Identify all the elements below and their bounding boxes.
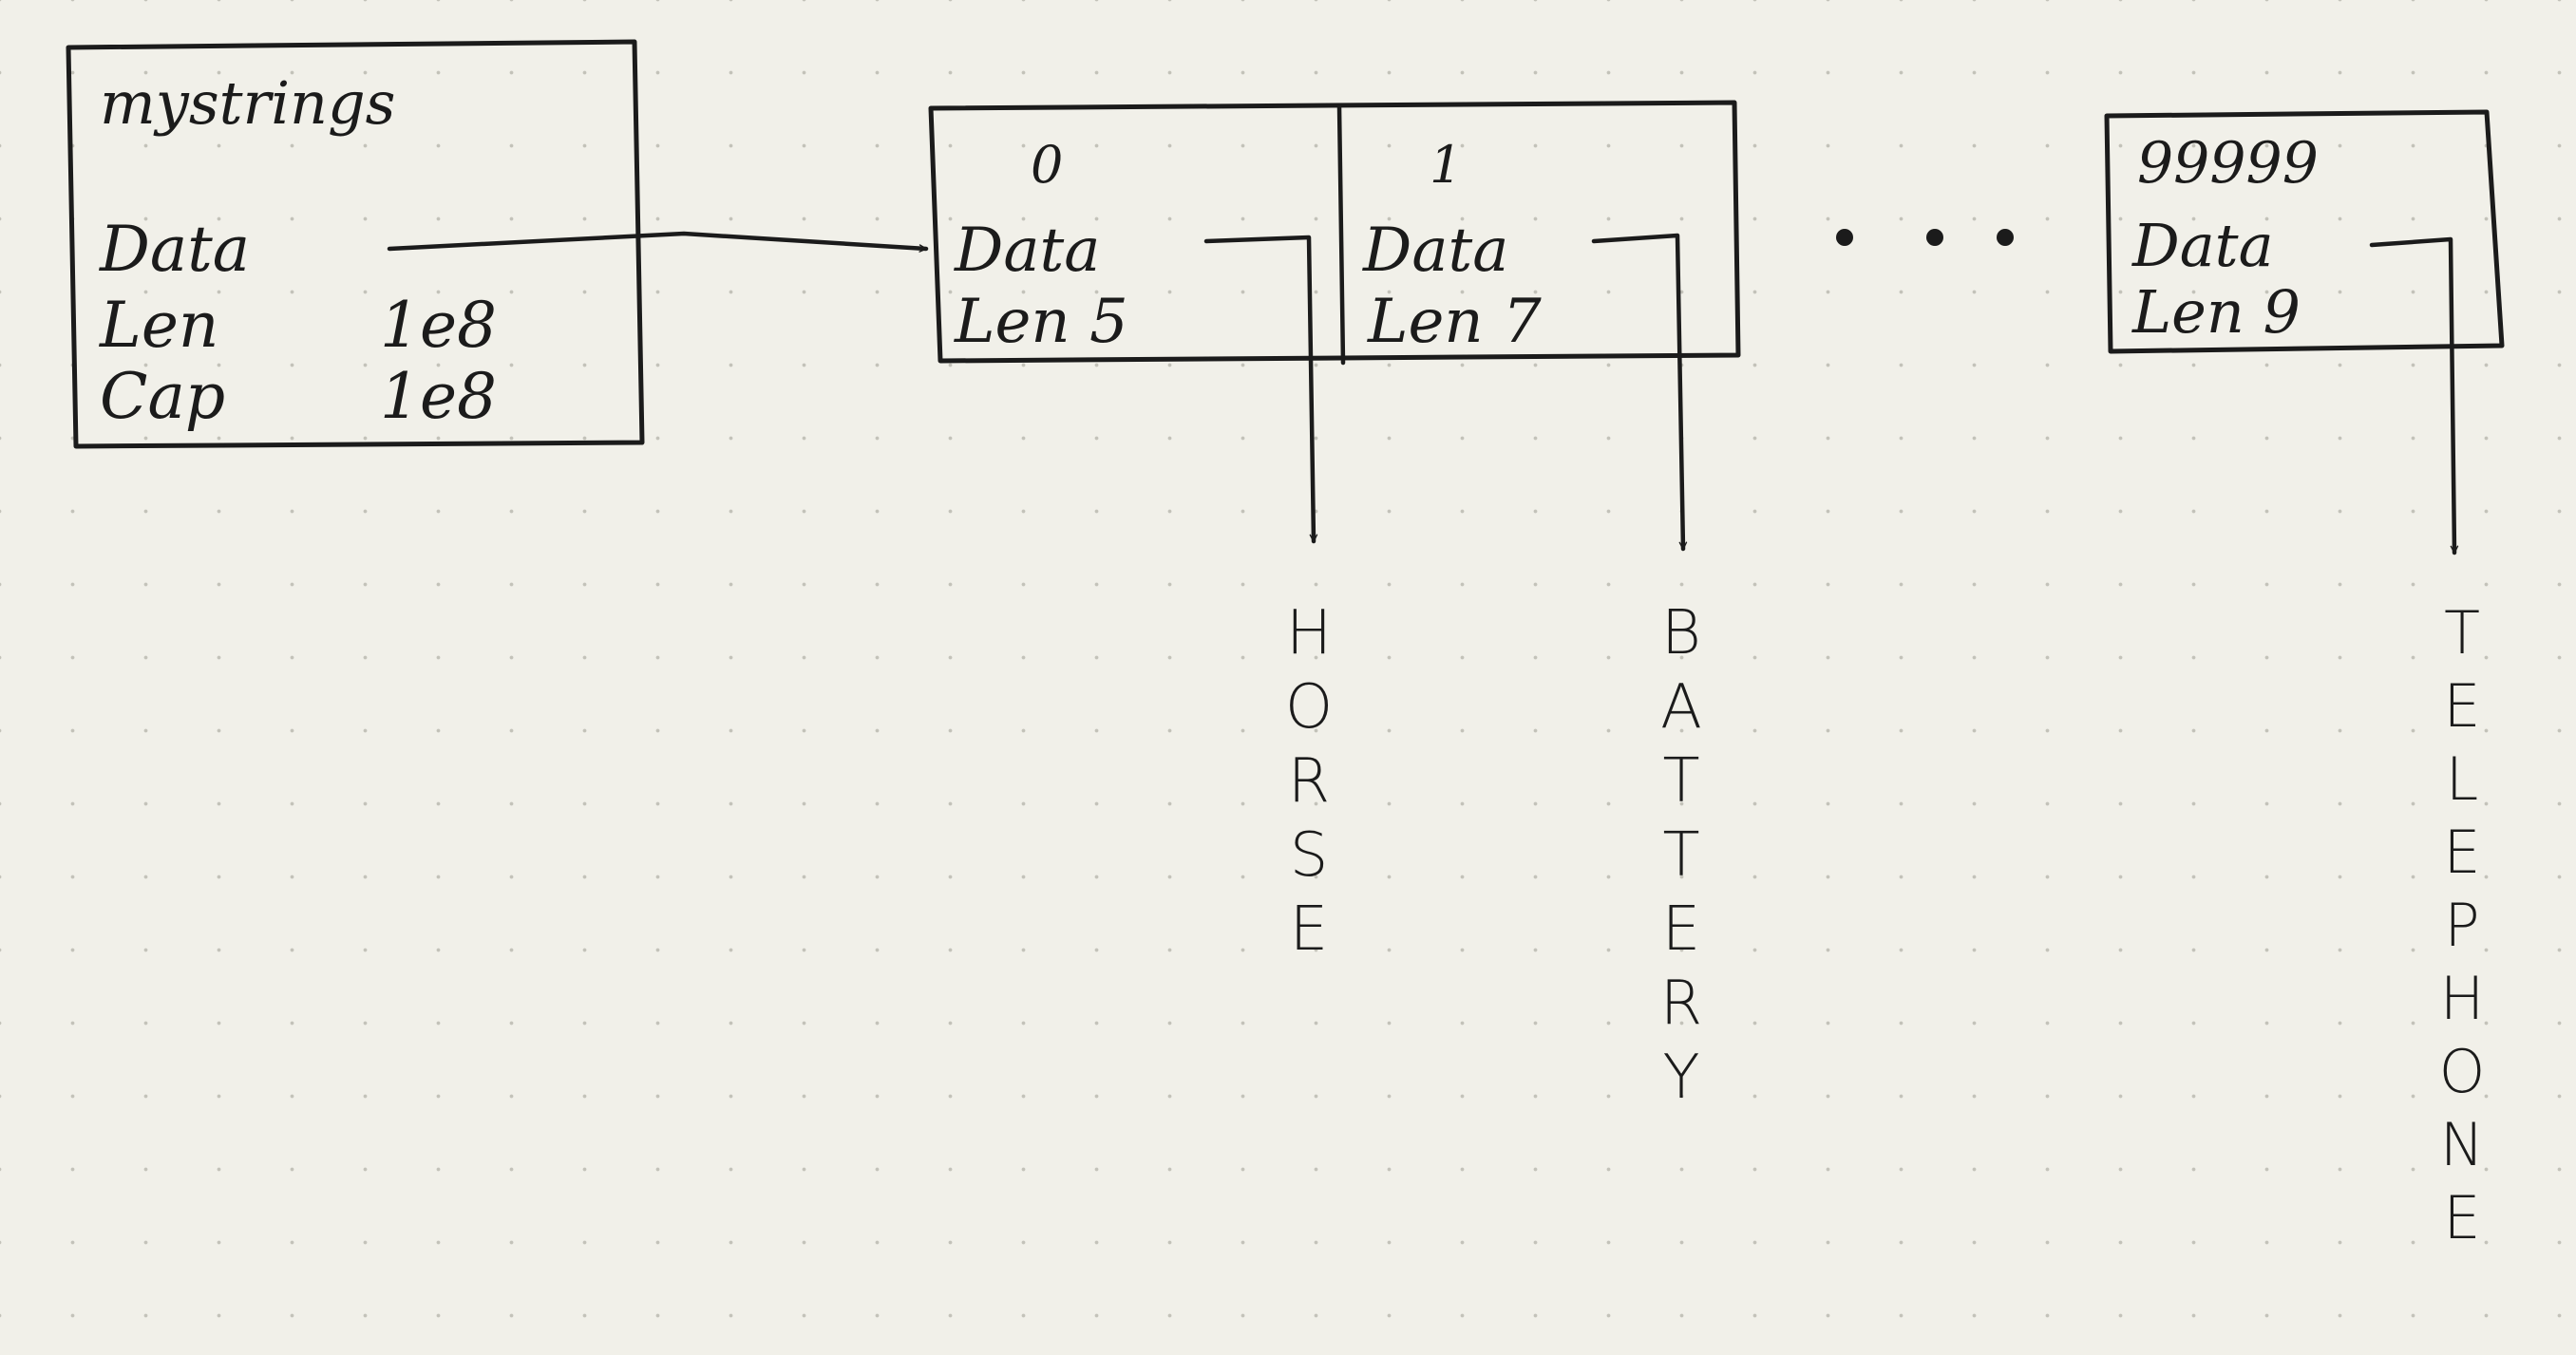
string-byte-letter: E bbox=[2443, 1183, 2480, 1252]
string-byte-letter: S bbox=[1290, 820, 1329, 891]
element-data-pointer-arrow-99999 bbox=[2369, 236, 2459, 555]
string-byte-letter: E bbox=[2443, 818, 2480, 887]
element-len-99999: Len 9 bbox=[2131, 277, 2301, 347]
string-byte-letter: T bbox=[1662, 820, 1699, 891]
slice-header-box bbox=[66, 39, 645, 449]
string-byte-letter: N bbox=[2440, 1110, 2484, 1179]
element-cell-99999: 99999 Data Len 9 bbox=[2104, 109, 2505, 354]
string-byte-letter: L bbox=[2446, 744, 2479, 814]
string-byte-letter: B bbox=[1661, 598, 1701, 668]
ellipsis-dot bbox=[1997, 229, 2014, 246]
slice-header-title: mystrings bbox=[100, 68, 395, 138]
element-data-pointer-arrow-0 bbox=[1203, 235, 1318, 544]
string-byte-letter: Y bbox=[1662, 1043, 1699, 1113]
string-byte-letter: T bbox=[1662, 746, 1699, 817]
element-len-1: Len 7 bbox=[1367, 287, 1542, 357]
element-data-pointer-arrow-1 bbox=[1591, 233, 1688, 552]
element-index-99999: 99999 bbox=[2137, 130, 2319, 197]
slice-header: mystrings Data Len 1e8 Cap 1e8 bbox=[66, 39, 645, 449]
element-len-0: Len 5 bbox=[954, 287, 1128, 357]
element-data-label-99999: Data bbox=[2131, 211, 2274, 280]
array-cell-divider bbox=[1336, 104, 1346, 366]
string-byte-letter: H bbox=[2440, 964, 2485, 1033]
string-byte-letter: P bbox=[2444, 891, 2479, 960]
element-index-1: 1 bbox=[1430, 135, 1462, 195]
ellipsis-dot bbox=[1926, 229, 1943, 246]
element-cell-1: 1 Data Len 7 bbox=[1362, 135, 1542, 357]
slice-header-data-label: Data bbox=[99, 213, 250, 286]
slice-header-len-label: Len bbox=[99, 289, 218, 362]
ellipsis-dot bbox=[1836, 229, 1853, 246]
string-byte-letter: H bbox=[1286, 598, 1332, 668]
slice-data-pointer-arrow bbox=[387, 231, 929, 253]
slice-header-len-value: 1e8 bbox=[380, 289, 497, 362]
ellipsis bbox=[1836, 229, 2014, 246]
string-byte-letter: E bbox=[2443, 671, 2480, 741]
backing-array: 0 Data Len 5 1 Data Len 7 bbox=[928, 100, 1741, 366]
string-byte-letter: O bbox=[2439, 1037, 2486, 1106]
string-byte-letter: T bbox=[2444, 598, 2480, 668]
element-cell-0: 0 Data Len 5 bbox=[954, 135, 1128, 357]
string-byte-letter: E bbox=[1662, 894, 1700, 965]
slice-header-cap-label: Cap bbox=[100, 360, 225, 433]
element-data-label-0: Data bbox=[954, 216, 1100, 286]
element-box-99999 bbox=[2104, 109, 2505, 354]
string-byte-letter: A bbox=[1660, 672, 1702, 743]
string-byte-letter: R bbox=[1660, 969, 1702, 1039]
string-byte-letter: R bbox=[1288, 746, 1330, 817]
element-index-0: 0 bbox=[1031, 135, 1063, 195]
string-byte-letter: O bbox=[1285, 672, 1333, 743]
string-byte-letter: E bbox=[1290, 894, 1328, 965]
slice-header-cap-value: 1e8 bbox=[380, 360, 497, 433]
array-block-box bbox=[928, 100, 1741, 364]
element-data-label-1: Data bbox=[1362, 216, 1508, 286]
